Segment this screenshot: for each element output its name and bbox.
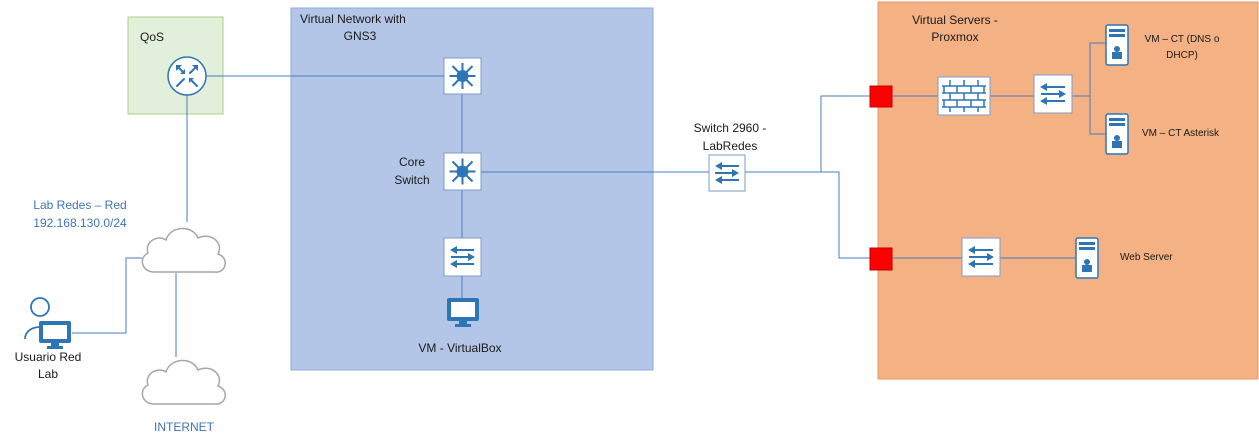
- proxmox-port-bottom-marker: [869, 247, 893, 271]
- vm-dns-server-icon[interactable]: [1105, 24, 1129, 66]
- links: [72, 42, 1106, 357]
- link-switch-to-vm-asterisk: [1089, 96, 1106, 135]
- qos-router-icon[interactable]: [167, 56, 207, 96]
- link-2960-to-proxmox: [745, 95, 870, 173]
- user-label-line2: Lab: [37, 367, 59, 381]
- core-switch-label-line1: Core: [398, 155, 425, 169]
- proxmox-port-top-marker: [869, 85, 893, 108]
- vm-ct-asterisk-label: VM – CT Asterisk: [1142, 128, 1220, 139]
- qos-zone-label: QoS: [140, 30, 165, 44]
- virtualbox-monitor-icon[interactable]: [447, 298, 479, 327]
- link-switch-to-vm-dns: [1072, 42, 1106, 97]
- internet-label: INTERNET: [154, 420, 214, 434]
- web-server-icon[interactable]: [1075, 237, 1099, 279]
- access-switch-icon[interactable]: [443, 237, 482, 277]
- vm-virtualbox-label: VM - VirtualBox: [418, 341, 502, 355]
- gns3-edge-multilayer-switch-icon[interactable]: [443, 57, 482, 95]
- proxmox-zone-label-line2: Proxmox: [931, 30, 979, 44]
- lan-cloud-icon: [141, 227, 226, 273]
- core-switch-label-line2: Switch: [394, 173, 430, 187]
- web-switch-icon[interactable]: [961, 237, 1001, 277]
- lab-network-label-line1: Lab Redes – Red: [33, 198, 127, 212]
- switch-2960-label-line1: Switch 2960 -: [693, 121, 767, 135]
- firewall-icon[interactable]: [937, 76, 991, 116]
- user-monitor-icon[interactable]: [39, 321, 71, 349]
- gns3-zone-label-line2: GNS3: [343, 29, 377, 43]
- core-switch-icon[interactable]: [443, 152, 482, 191]
- proxmox-zone-label-line1: Virtual Servers -: [912, 13, 998, 27]
- web-server-label: Web Server: [1120, 252, 1173, 263]
- switch-2960-label-line2: LabRedes: [702, 139, 758, 153]
- vm-ct-dns-label-line2: DHCP): [1166, 50, 1198, 61]
- internet-cloud-icon: [141, 359, 226, 405]
- switch-2960-icon[interactable]: [708, 154, 746, 192]
- link-2960-to-webserver-port: [821, 171, 870, 259]
- link-user-to-cloud: [72, 257, 142, 334]
- user-label-line1: Usuario Red: [14, 350, 82, 364]
- proxmox-switch-icon[interactable]: [1033, 74, 1073, 114]
- vm-ct-dns-label-line1: VM – CT (DNS o: [1144, 34, 1220, 45]
- proxmox-zone: [877, 1, 1259, 380]
- gns3-zone-label-line1: Virtual Network with: [300, 12, 406, 26]
- vm-asterisk-server-icon[interactable]: [1105, 113, 1129, 155]
- lab-network-label-line2: 192.168.130.0/24: [33, 216, 127, 230]
